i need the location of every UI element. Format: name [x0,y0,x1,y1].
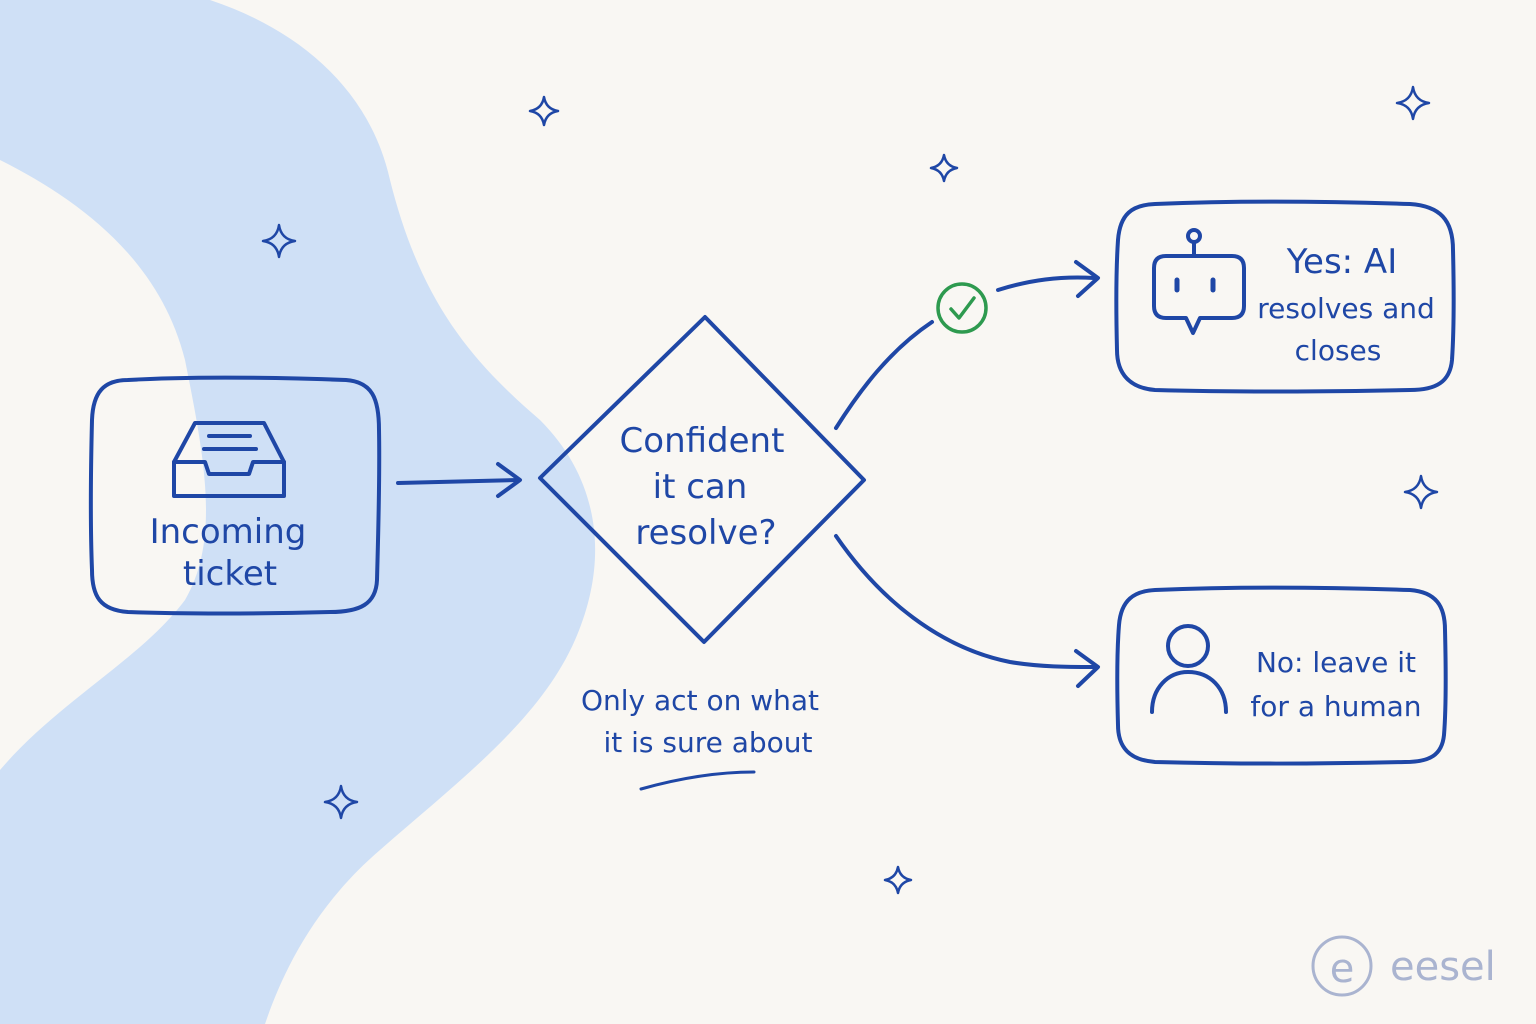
arrow-incoming-to-decision [396,462,522,498]
sparkle-icon [261,223,297,259]
yes-label-line3: closes [1295,334,1382,367]
decision-annotation: Only act on what it is sure about [581,684,819,791]
no-outcome-node: No: leave it for a human [1115,585,1448,766]
eesel-logo: e eesel [1311,935,1496,997]
sparkle-icon [1403,474,1439,510]
check-circle-icon [936,282,988,334]
background-blob [0,0,596,1024]
arrow-decision-to-yes [834,260,1100,430]
yes-label-line2: resolves and [1257,292,1435,325]
no-label-line2: for a human [1250,690,1421,723]
eesel-logo-text: eesel [1390,944,1496,990]
incoming-ticket-node: Incoming ticket [88,375,382,616]
incoming-label-line1: Incoming [150,512,307,552]
decision-node: Confident it can resolve? [538,315,866,644]
sparkle-icon [528,95,560,127]
decision-label-line3: resolve? [635,513,776,553]
incoming-label-line2: ticket [183,554,277,594]
yes-label-line1: Yes: AI [1286,242,1397,282]
annotation-line1: Only act on what [581,684,819,717]
sparkle-icon [323,784,359,820]
yes-outcome-node: Yes: AI resolves and closes [1114,199,1456,394]
annotation-line2: it is sure about [603,726,812,759]
arrow-decision-to-no [834,534,1100,688]
sparkle-icon [883,865,913,895]
robot-chat-icon [1152,228,1246,335]
inbox-tray-icon [172,421,286,498]
person-icon [1150,624,1228,714]
decision-label-line1: Confident [620,421,785,461]
eesel-logo-mark: e [1330,946,1355,992]
decision-label-line2: it can [653,467,748,507]
sparkle-icon [929,153,959,183]
no-label-line1: No: leave it [1256,646,1416,679]
sparkle-icon [1395,85,1431,121]
